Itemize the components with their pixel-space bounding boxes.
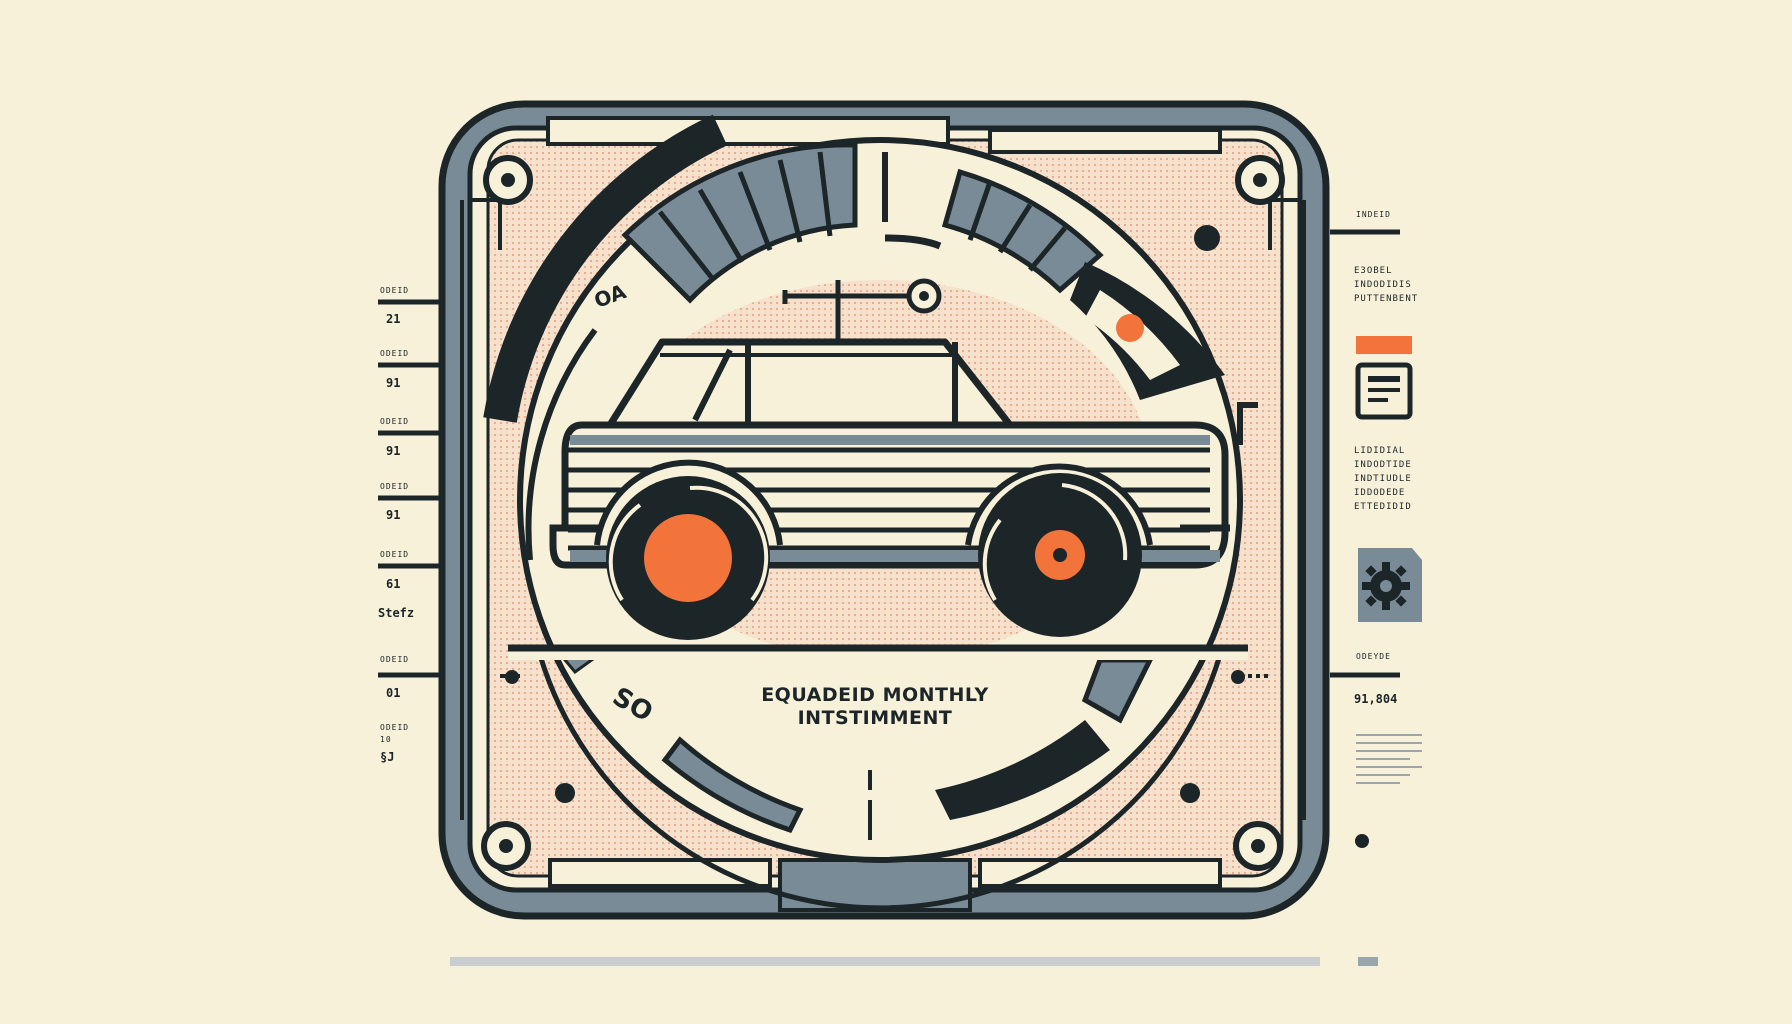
bolt-icon: [481, 821, 531, 871]
right-block-1-line: INDODIDIS: [1354, 280, 1412, 290]
scale-value: Stefz: [378, 606, 415, 620]
scale-tag: ODEID: [380, 482, 410, 491]
right-small-tag: ODEYDE: [1356, 652, 1391, 661]
caption-line-2: INTSTIMMENT: [797, 707, 953, 729]
bolt-icon: [1233, 821, 1283, 871]
right-block-2-line: INDODTIDE: [1354, 460, 1412, 470]
document-icon: [1355, 336, 1413, 420]
scale-value: 61: [386, 577, 401, 591]
scale-value: 21: [386, 312, 401, 326]
right-block-2-line: ETTEDIDID: [1354, 502, 1412, 512]
right-scale-lines: [1330, 229, 1400, 678]
status-dot: [1355, 834, 1369, 848]
scale-value: 01: [386, 686, 401, 700]
scale-tag: ODEID: [380, 655, 410, 664]
scale-tag: ODEID 10: [380, 723, 410, 744]
caption-line-1: EQUADEID MONTHLY: [761, 684, 989, 706]
right-block-2-line: IDDODEDE: [1354, 488, 1406, 498]
scale-tag: ODEID: [380, 417, 410, 426]
bolt-icon: [1235, 155, 1285, 205]
scale-tag: ODEID: [380, 349, 410, 358]
ground-line: [500, 644, 1272, 678]
monthly-installment-caption: EQUADEID MONTHLY INTSTIMMENT: [740, 684, 1010, 730]
left-scale-lines: [378, 299, 440, 678]
front-wheel-icon: [606, 476, 770, 640]
right-stripes: [1356, 734, 1422, 784]
scale-value: 91: [386, 508, 401, 522]
right-block-1-line: E3OBEL: [1354, 266, 1393, 276]
rear-wheel-icon: [978, 473, 1142, 637]
scale-value: §J: [380, 750, 395, 764]
scale-tag: ODEID: [380, 286, 410, 295]
right-header: INDEID: [1356, 210, 1391, 219]
right-value: 91,804: [1354, 692, 1398, 706]
bottom-hatch: [450, 957, 1378, 966]
right-block-2-line: INDTIUDLE: [1354, 474, 1412, 484]
corner-bolt-icons: [481, 155, 1285, 871]
scale-tag: ODEID: [380, 550, 410, 559]
bolt-icon: [483, 155, 533, 205]
scale-value: 91: [386, 444, 401, 458]
right-block-1-line: PUTTENBENT: [1354, 294, 1419, 304]
right-block-2-line: LIDIDIAL: [1354, 446, 1406, 456]
gear-icon: [1358, 548, 1422, 622]
scale-value: 91: [386, 376, 401, 390]
frame-rails: [460, 198, 1306, 820]
